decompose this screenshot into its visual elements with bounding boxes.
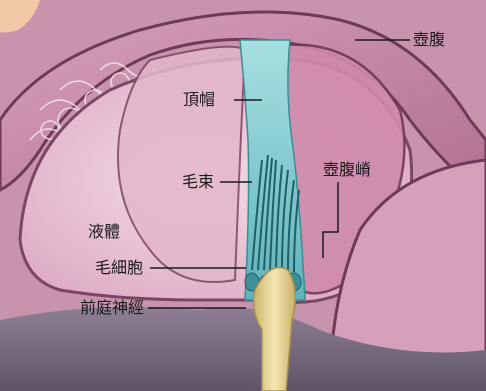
label-ampulla: 壺腹 (413, 30, 445, 50)
label-fluid: 液體 (88, 222, 120, 242)
label-cupula: 頂帽 (183, 90, 215, 110)
label-hair-bundle: 毛束 (182, 172, 214, 192)
label-vestibular-nerve: 前庭神經 (80, 298, 144, 318)
label-hair-cell: 毛細胞 (95, 258, 143, 278)
label-crista-ampullaris: 壺腹嵴 (323, 160, 371, 180)
